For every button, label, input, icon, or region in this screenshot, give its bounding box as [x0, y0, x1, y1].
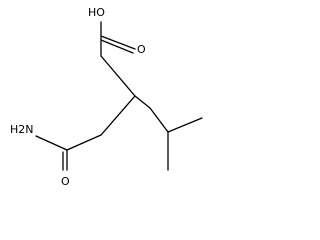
- bond-ch2-ch: [100, 55, 136, 97]
- bond-ch-ch2-right: [134, 95, 151, 109]
- bond-ch-ch2-left: [100, 95, 136, 136]
- bond-ch2-right-ch: [149, 107, 169, 133]
- bond-c-acid-o-double-a: [100, 35, 136, 50]
- bond-set: [35, 21, 203, 171]
- bond-ch2-left-c-amide: [66, 134, 102, 151]
- hydroxyl-label: HO: [88, 6, 105, 19]
- amide-carbonyl-oxygen-label: O: [61, 175, 70, 188]
- bond-ch-methyl-right: [167, 117, 203, 133]
- amine-label: H2N: [10, 123, 34, 136]
- bond-c-acid-o-double-b: [100, 39, 134, 54]
- chemical-structure: HO O H2N O: [10, 6, 203, 188]
- acid-carbonyl-oxygen-label: O: [137, 43, 146, 56]
- bond-c-amide-n: [35, 135, 68, 151]
